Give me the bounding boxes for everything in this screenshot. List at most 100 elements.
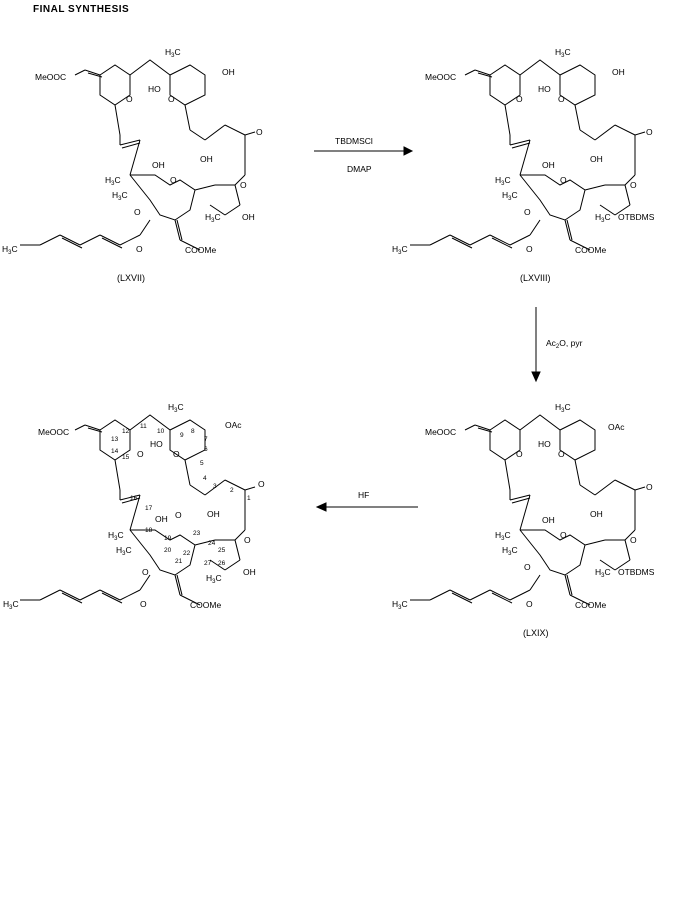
atom-number: 5: [200, 460, 204, 467]
label-h3c-right: H3C: [595, 212, 611, 224]
label-h3c-top: H3C: [555, 47, 571, 59]
atom-number: 9: [180, 432, 184, 439]
arrow-left: [315, 502, 418, 512]
atom-number: 1: [247, 495, 251, 502]
atom-number: 15: [122, 454, 130, 461]
atom-number: 23: [193, 530, 201, 537]
atom-number: 27: [204, 560, 212, 567]
label-h3c-chain: H3C: [3, 599, 19, 611]
label-oh-c19: OH: [152, 160, 165, 170]
atom-number: 6: [204, 446, 208, 453]
label-o-ring3: O: [175, 510, 182, 520]
label-h3c-mid: H3C: [108, 530, 124, 542]
label-h3c-top: H3C: [165, 47, 181, 59]
label-o-carbonyl: O: [136, 244, 143, 254]
atom-number: 3: [213, 483, 217, 490]
label-ester-bottom: COOMe: [575, 245, 606, 255]
page-title: FINAL SYNTHESIS: [33, 4, 130, 15]
label-oac-top: OAc: [225, 420, 242, 430]
label-h3c-chain: H3C: [392, 599, 408, 611]
molecule-lxviii: MeOOC H3C OH HO O O O OH OH H3C H3C O O …: [392, 47, 655, 256]
label-h3c-mid: H3C: [495, 175, 511, 187]
molecule-lxvii: MeOOC H3C OH HO O O O OH OH H3C H3C O O …: [2, 47, 263, 256]
atom-number: 14: [111, 448, 119, 455]
label-h3c-right: H3C: [206, 573, 222, 585]
label-h3c-mid: H3C: [105, 175, 121, 187]
label-o-ring1: O: [126, 94, 133, 104]
reagent-ac2o-pyr: Ac2O, pyr: [546, 338, 583, 350]
label-ester-bottom: COOMe: [575, 600, 606, 610]
compound-label-lxix: (LXIX): [523, 628, 549, 638]
label-o-ring1: O: [516, 449, 523, 459]
label-oh-c19: OH: [155, 514, 168, 524]
label-o-acyl: O: [142, 567, 149, 577]
label-o-ring3: O: [170, 175, 177, 185]
atom-number: 13: [111, 436, 119, 443]
label-oac-top: OAc: [608, 422, 625, 432]
reagent-hf: HF: [358, 490, 369, 500]
label-o-ring2: O: [168, 94, 175, 104]
label-oh-c19: OH: [542, 515, 555, 525]
macrolide-skeleton: [20, 59, 256, 251]
arrow-down: [531, 307, 541, 383]
label-ester-left: MeOOC: [425, 72, 456, 82]
label-oh-top: OH: [612, 67, 625, 77]
label-o-acyl: O: [134, 207, 141, 217]
label-o-ring2: O: [173, 449, 180, 459]
label-o-ring1: O: [137, 449, 144, 459]
label-o-carbonyl: O: [140, 599, 147, 609]
macrolide-skeleton: [20, 414, 256, 606]
atom-number: 11: [140, 423, 147, 430]
label-oh-right: OH: [242, 212, 255, 222]
compound-label-lxvii: (LXVII): [117, 273, 146, 283]
label-oh-mid: OH: [590, 509, 603, 519]
label-oh-top: OH: [222, 67, 235, 77]
label-o-ester: O: [630, 180, 637, 190]
molecule-final-product: MeOOC H3C OAc HO O O O OH OH H3C H3C O O…: [3, 402, 265, 611]
atom-number: 10: [157, 428, 165, 435]
label-o-ester: O: [240, 180, 247, 190]
label-ester-left: MeOOC: [38, 427, 69, 437]
label-h3c-top: H3C: [168, 402, 184, 414]
macrolide-skeleton: [410, 59, 646, 251]
label-o-carbonyl: O: [526, 599, 533, 609]
label-o-ester: O: [244, 535, 251, 545]
reagent-dmap: DMAP: [347, 164, 372, 174]
label-ho-spiro: HO: [538, 84, 551, 94]
atom-number: 20: [164, 547, 172, 554]
label-o-acyl: O: [524, 207, 531, 217]
label-o-ring1: O: [516, 94, 523, 104]
label-h3c-right: H3C: [595, 567, 611, 579]
label-ester-bottom: COOMe: [185, 245, 216, 255]
label-o-ring2: O: [558, 449, 565, 459]
label-h3c-mid2: H3C: [116, 545, 132, 557]
label-h3c-top: H3C: [555, 402, 571, 414]
atom-number: 8: [191, 428, 195, 435]
label-ester-left: MeOOC: [425, 427, 456, 437]
label-h3c-chain: H3C: [392, 244, 408, 256]
label-o-ketone: O: [646, 127, 653, 137]
label-oh-c19: OH: [542, 160, 555, 170]
atom-number: 25: [218, 547, 226, 554]
label-o-ring3: O: [560, 530, 567, 540]
label-h3c-chain: H3C: [2, 244, 18, 256]
label-o-acyl: O: [524, 562, 531, 572]
label-o-ketone: O: [646, 482, 653, 492]
arrow-right-1: [314, 146, 414, 156]
label-o-ketone: O: [258, 479, 265, 489]
label-ester-bottom: COOMe: [190, 600, 221, 610]
label-h3c-mid2: H3C: [502, 190, 518, 202]
label-ho-spiro: HO: [538, 439, 551, 449]
atom-number: 26: [218, 560, 226, 567]
label-o-ketone: O: [256, 127, 263, 137]
label-h3c-mid: H3C: [495, 530, 511, 542]
molecule-lxix: MeOOC H3C OAc HO O O O OH OH H3C H3C O O…: [392, 402, 655, 611]
atom-number: 19: [164, 535, 172, 542]
atom-number: 4: [203, 475, 207, 482]
atom-number: 18: [145, 527, 153, 534]
atom-number: 16: [130, 495, 138, 502]
atom-number: 2: [230, 487, 234, 494]
label-o-ester: O: [630, 535, 637, 545]
atom-number: 24: [208, 540, 216, 547]
atom-numbering: 1 2 3 4 5 6 7 8 9 10 11 12 13 14 15 16 1…: [111, 423, 251, 567]
